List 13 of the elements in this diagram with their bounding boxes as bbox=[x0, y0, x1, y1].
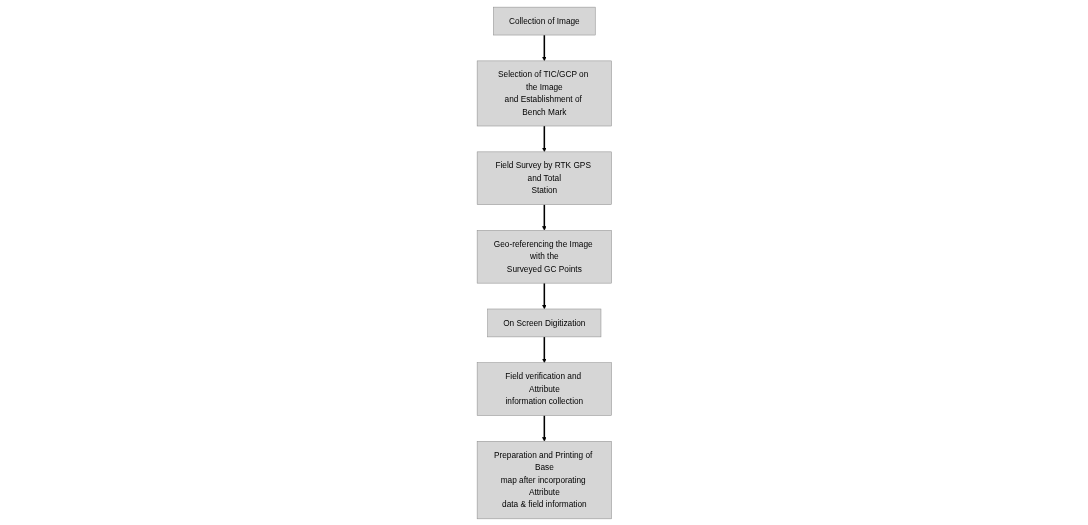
arrow bbox=[541, 281, 547, 309]
arrow bbox=[541, 335, 547, 363]
node-box: Field verification and Attribute information collection bbox=[476, 362, 612, 416]
node-box: Geo-referencing the Image with the Surveyed GC Points bbox=[476, 229, 612, 283]
node-box: Field Survey by RTK GPS and Total Station bbox=[476, 151, 612, 205]
arrow bbox=[541, 33, 547, 61]
arrow bbox=[541, 124, 547, 152]
node-box: Collection of Image bbox=[492, 6, 596, 35]
node-box: Preparation and Printing of Base map after incorporating Attribute data & field information bbox=[476, 440, 612, 519]
arrow bbox=[541, 414, 547, 442]
arrow bbox=[541, 203, 547, 231]
node-box: On Screen Digitization bbox=[487, 308, 601, 337]
node-box: Selection of TIC/GCP on the Image and Establishment of Bench Mark bbox=[476, 60, 612, 126]
